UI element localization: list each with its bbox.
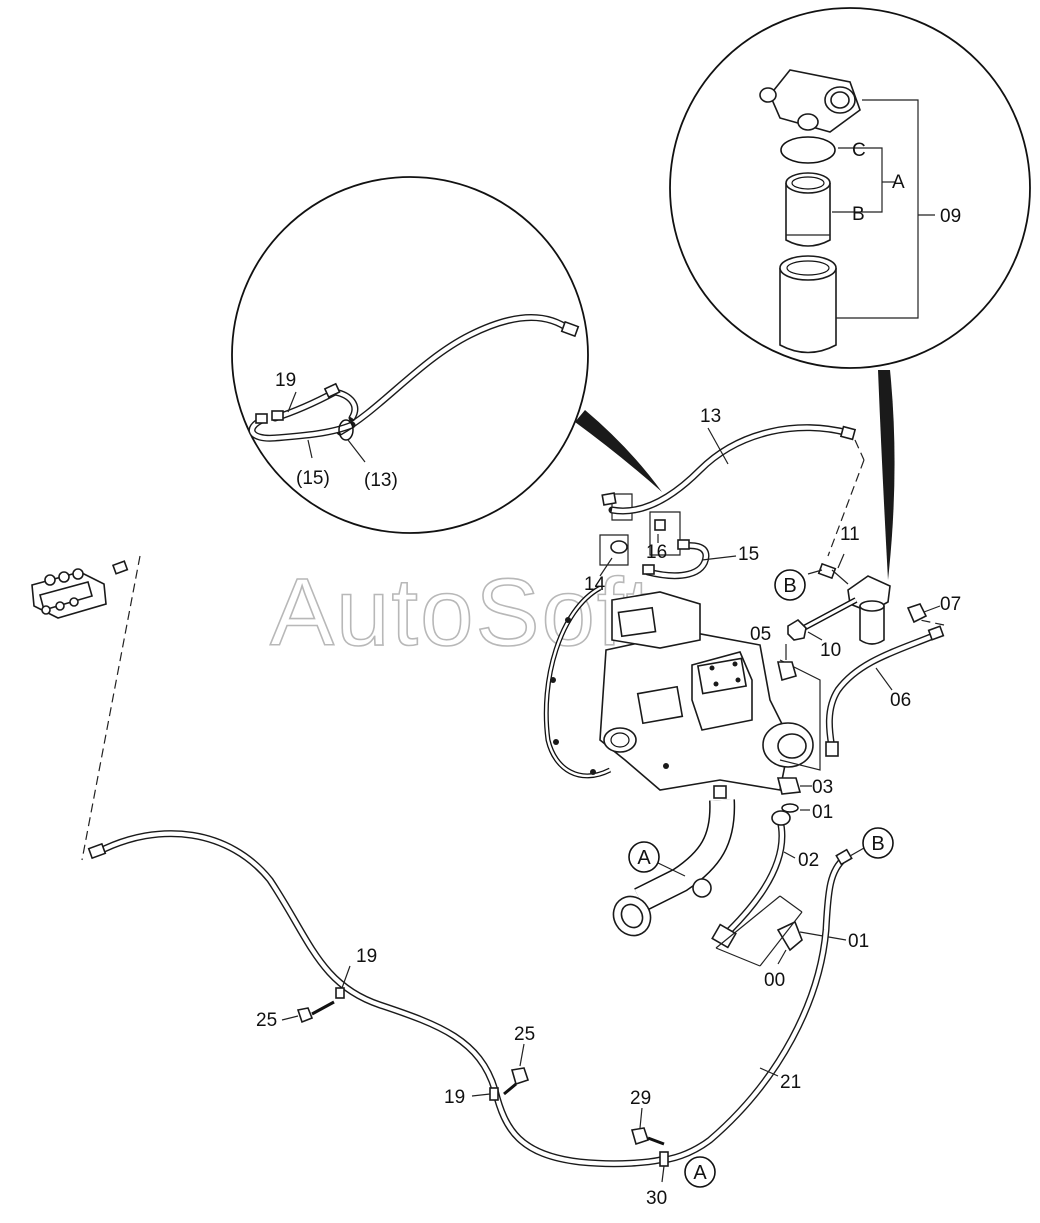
- detail-pointer: [575, 410, 662, 492]
- part-label-00: 00: [764, 970, 785, 991]
- part-label-03: 03: [812, 777, 833, 798]
- callout-b-2: B: [862, 827, 894, 859]
- part-label-29: 29: [630, 1088, 651, 1109]
- part-label-05: 05: [750, 624, 771, 645]
- part-label-14: 14: [584, 574, 606, 595]
- hose-15: [599, 519, 737, 580]
- part-label-19-a: 19: [356, 946, 377, 967]
- part-label-b: B: [852, 204, 865, 225]
- part-label-a: A: [892, 172, 905, 193]
- hose-21: [656, 847, 865, 1164]
- pump-fittings: [776, 644, 812, 813]
- part-label-11: 11: [840, 524, 860, 545]
- part-label-c: C: [852, 140, 866, 161]
- part-label-07: 07: [940, 594, 961, 615]
- svg-text:A: A: [693, 1162, 707, 1184]
- distributor-block: [31, 555, 141, 861]
- part-label-09: 09: [940, 206, 961, 227]
- part-label-01-a: 01: [812, 802, 833, 823]
- svg-text:B: B: [783, 575, 796, 597]
- filter-assembly: [787, 553, 941, 645]
- detail-circle-hoses: 19 (15) (13): [231, 176, 662, 534]
- part-label-25-b: 25: [514, 1024, 535, 1045]
- part-label-13-ref: (15): [296, 468, 330, 489]
- part-label-10: 10: [820, 640, 841, 661]
- hose-13: [601, 424, 865, 557]
- detail-pointer-2: [878, 370, 895, 580]
- part-label-13: 13: [700, 406, 721, 427]
- suction-pipe: [612, 785, 847, 967]
- part-labels: 13 11 16 15 14 10 07 05 06 03 01 02 01 0…: [256, 406, 961, 1209]
- pump-assembly: [543, 493, 821, 796]
- part-label-15: 15: [738, 544, 759, 565]
- part-label-19-b: 19: [444, 1087, 465, 1108]
- part-label-30: (13): [364, 470, 398, 491]
- part-label-06: 06: [890, 690, 911, 711]
- svg-text:A: A: [637, 847, 651, 869]
- callout-b-1: B: [774, 569, 806, 601]
- detail-circle-filter: C B A 09: [669, 7, 1031, 580]
- part-label-02: 02: [798, 850, 819, 871]
- callout-a-1: A: [628, 841, 660, 873]
- part-label-19-c: 30: [646, 1188, 667, 1209]
- callout-a-2: A: [684, 1156, 716, 1188]
- part-label-01-b: 01: [848, 931, 869, 952]
- part-label-25-a: 25: [256, 1010, 277, 1031]
- watermark: AutoSoft: [270, 559, 654, 666]
- part-label-16: 16: [646, 542, 667, 563]
- part-label-15-ref: 19: [275, 370, 296, 391]
- hose-long: [87, 830, 669, 1183]
- svg-text:B: B: [871, 833, 884, 855]
- part-label-21: 21: [780, 1072, 801, 1093]
- hose-06: [825, 619, 945, 757]
